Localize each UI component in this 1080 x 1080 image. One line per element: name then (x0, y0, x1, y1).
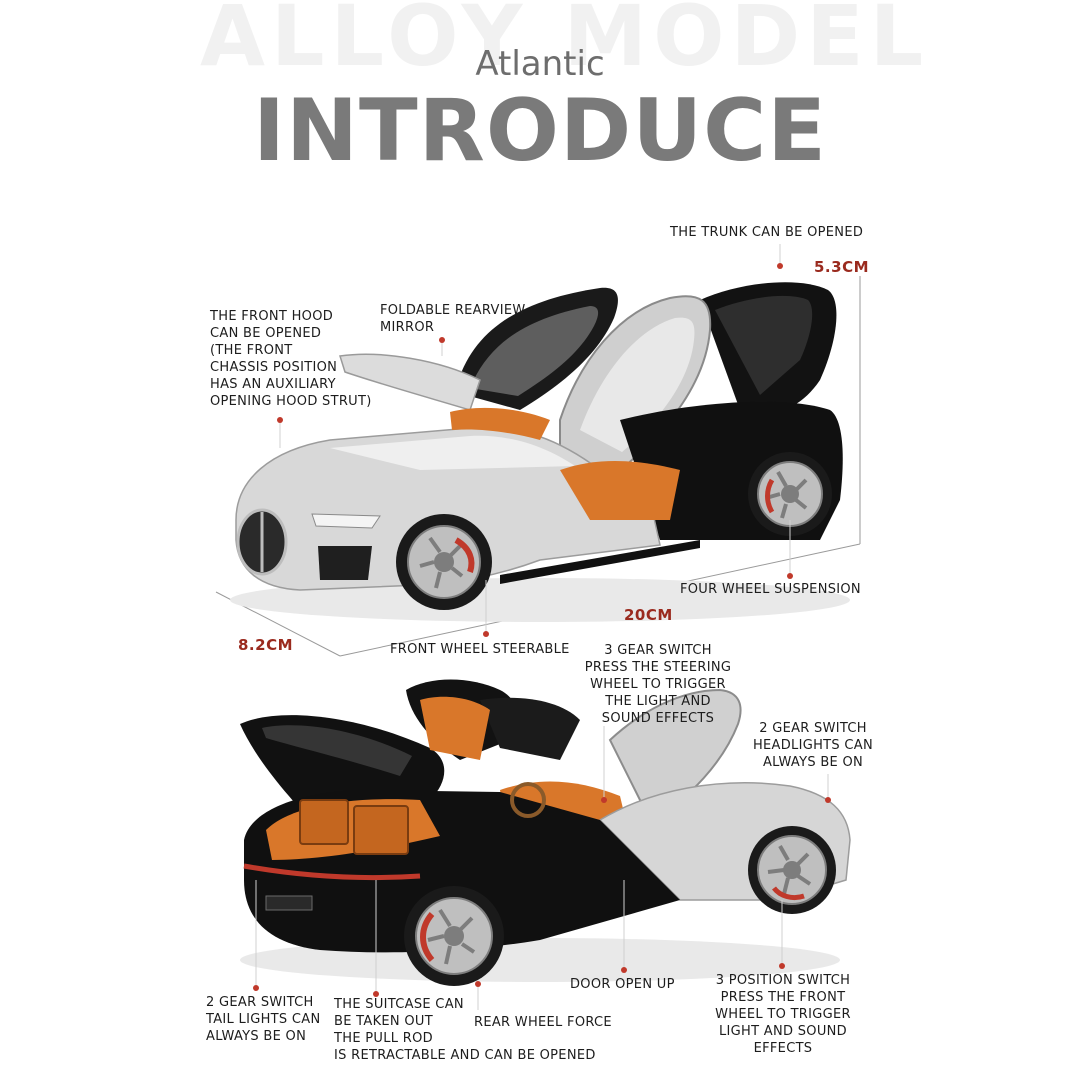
callout-four-wheel-suspension: FOUR WHEEL SUSPENSION (680, 582, 861, 597)
callout-rearview-mirror: FOLDABLE REARVIEW MIRROR (380, 303, 526, 335)
background-watermark-word: ALLOY MODEL (200, 0, 930, 85)
page-title: INTRODUCE (252, 81, 828, 181)
callout-rear-wheel-force: REAR WHEEL FORCE (474, 1015, 612, 1030)
left-margin (0, 0, 200, 1080)
callout-front-wheel-steerable: FRONT WHEEL STEERABLE (390, 642, 570, 657)
length-dimension-label: 20CM (624, 606, 673, 624)
callout-suitcase: THE SUITCASE CAN BE TAKEN OUT THE PULL R… (334, 997, 596, 1063)
callout-3-position-switch: 3 POSITION SWITCH PRESS THE FRONT WHEEL … (715, 973, 851, 1056)
callout-front-hood: THE FRONT HOOD CAN BE OPENED (THE FRONT … (210, 309, 372, 409)
width-dimension-label: 8.2CM (238, 636, 294, 654)
callout-trunk: THE TRUNK CAN BE OPENED (670, 225, 864, 240)
callout-door-open-up: DOOR OPEN UP (570, 977, 675, 992)
top-car-silver-front-view (230, 282, 850, 622)
callout-dots (253, 263, 831, 997)
height-dimension-label: 5.3CM (814, 258, 870, 276)
bottom-car-rear-view (240, 679, 851, 986)
callout-tail-lights-switch: 2 GEAR SWITCH TAIL LIGHTS CAN ALWAYS BE … (206, 995, 321, 1044)
callout-headlights-switch: 2 GEAR SWITCH HEADLIGHTS CAN ALWAYS BE O… (752, 721, 874, 770)
callout-3-gear-switch: 3 GEAR SWITCH PRESS THE STEERING WHEEL T… (584, 643, 732, 726)
subtitle: Atlantic (475, 44, 605, 84)
right-margin (880, 0, 1080, 1080)
